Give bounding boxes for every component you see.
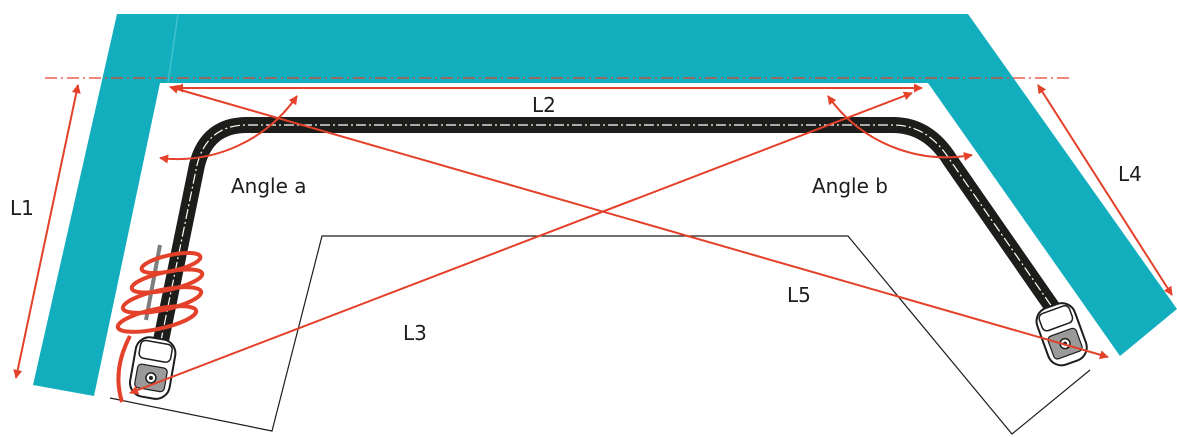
tube bbox=[149, 117, 1082, 362]
label-l1: L1 bbox=[10, 196, 34, 220]
dimension-l5-arrow bbox=[169, 84, 1109, 360]
angle-a-arc bbox=[159, 95, 298, 164]
tube-centerline bbox=[156, 124, 1076, 361]
label-l4: L4 bbox=[1118, 162, 1142, 186]
angle-b-arc bbox=[827, 95, 973, 161]
dimension-l1-arrow bbox=[13, 84, 81, 379]
sensor-head-icon bbox=[1035, 302, 1088, 367]
label-l2: L2 bbox=[532, 93, 556, 117]
floor-outline bbox=[109, 235, 1091, 435]
wall-seam bbox=[167, 13, 179, 84]
duct-wall bbox=[33, 14, 1177, 396]
label-angle-b: Angle b bbox=[812, 174, 888, 198]
label-l5: L5 bbox=[787, 283, 811, 307]
label-l3: L3 bbox=[403, 321, 427, 345]
label-angle-a: Angle a bbox=[231, 174, 307, 198]
dimension-l3-arrow bbox=[129, 91, 913, 395]
